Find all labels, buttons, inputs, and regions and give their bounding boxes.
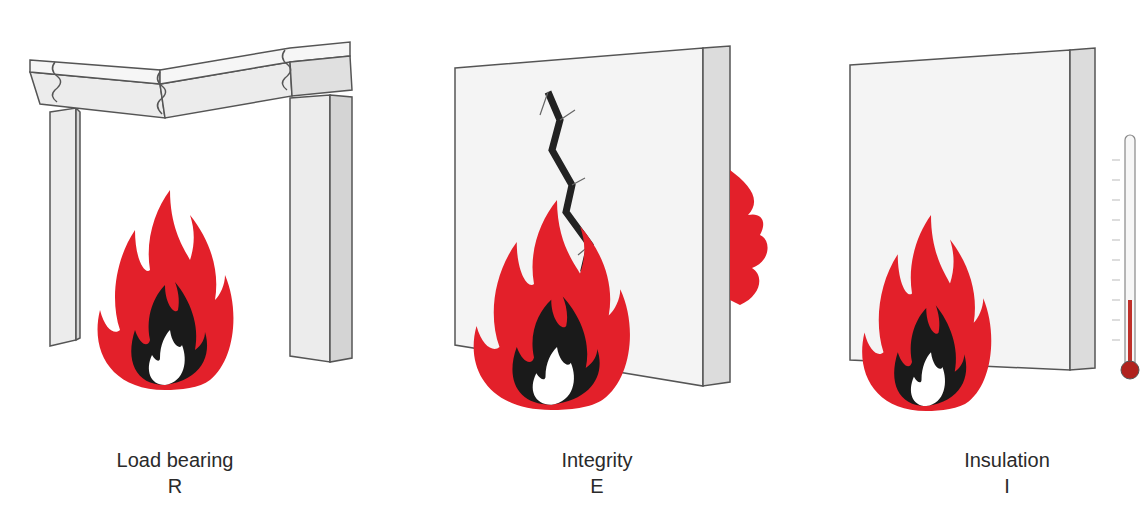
criterion-letter: R (168, 474, 182, 498)
criterion-letter: E (590, 474, 603, 498)
flame-through (730, 170, 768, 305)
criterion-letter: I (1004, 474, 1010, 498)
criterion-name: Load bearing (117, 448, 234, 472)
criterion-name: Integrity (561, 448, 632, 472)
criterion-name: Insulation (964, 448, 1050, 472)
thermometer (1112, 135, 1139, 379)
